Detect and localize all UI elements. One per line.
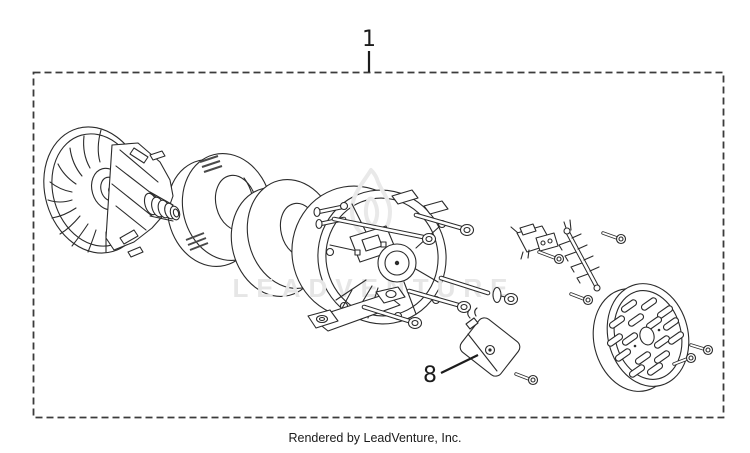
screw-3 <box>571 294 593 305</box>
fan-blades <box>48 130 106 252</box>
assembly-boundary-box <box>34 73 724 418</box>
callout-8-leader <box>441 355 478 373</box>
washer <box>493 288 501 303</box>
callout-8[interactable]: 8 <box>423 355 478 388</box>
screw-6 <box>674 354 696 365</box>
screw-2 <box>603 233 626 244</box>
screw-1 <box>539 252 564 264</box>
mounting-foot <box>308 286 405 331</box>
through-bolt-2 <box>416 215 474 236</box>
through-bolt-4 <box>409 291 471 313</box>
avr-module <box>457 308 522 379</box>
callout-8-label[interactable]: 8 <box>423 363 437 388</box>
callout-1-label[interactable]: 1 <box>362 27 376 52</box>
caption: Rendered by LeadVenture, Inc. <box>288 431 461 445</box>
callout-1[interactable]: 1 <box>362 27 376 72</box>
through-bolt-5 <box>364 307 422 329</box>
shaft-tip <box>142 192 181 221</box>
micro-switch <box>511 224 558 259</box>
screw-5 <box>691 345 713 355</box>
watermark: LEADVENTURE <box>232 170 515 303</box>
screw-4 <box>516 374 538 385</box>
through-bolt-1 <box>334 219 436 245</box>
end-cover-grille <box>583 275 700 400</box>
watermark-text: LEADVENTURE <box>232 273 515 303</box>
through-bolt-3 <box>441 278 518 305</box>
rotor-fan-assembly <box>29 115 181 266</box>
terminal-strip <box>559 220 600 291</box>
